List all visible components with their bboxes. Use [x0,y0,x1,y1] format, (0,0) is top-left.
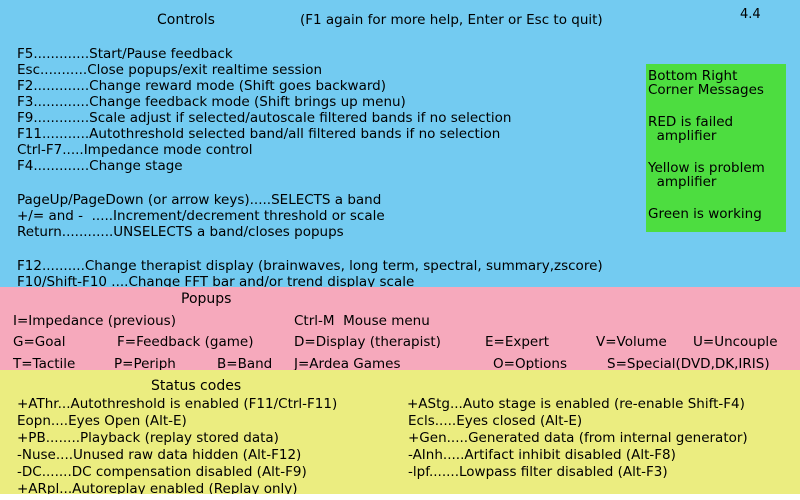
control-line-f10: F10/Shift-F10 ....Change FFT bar and/or … [17,274,415,290]
legend-title-1: Bottom Right [648,68,738,84]
status-lpf: -lpf.......Lowpass filter disabled (Alt-… [408,464,668,480]
status-athr: +AThr...Autothreshold is enabled (F11/Ct… [17,396,338,412]
control-line-esc: Esc...........Close popups/exit realtime… [17,62,323,78]
status-gen: +Gen.....Generated data (from internal g… [408,430,748,446]
status-nuse: -Nuse....Unused raw data hidden (Alt-F12… [17,447,302,463]
control-line-ctrl-f7: Ctrl-F7.....Impedance mode control [17,142,253,158]
control-line-f4: F4.............Change stage [17,158,183,174]
legend-yellow-1: Yellow is problem [648,160,765,176]
popup-options: O=Options [493,356,568,372]
popup-display: D=Display (therapist) [294,334,441,350]
control-line-f2: F2.............Change reward mode (Shift… [17,78,386,94]
popup-mouse-menu: Ctrl-M Mouse menu [294,313,430,329]
popup-ardea-games: J=Ardea Games [294,356,401,372]
popups-title: Popups [181,291,232,307]
status-astg: +AStg...Auto stage is enabled (re-enable… [407,396,745,412]
popup-expert: E=Expert [485,334,550,350]
popup-periph: P=Periph [114,356,176,372]
control-line-pageup: PageUp/PageDown (or arrow keys).....SELE… [17,192,382,208]
popup-tactile: T=Tactile [13,356,76,372]
popup-impedance: I=Impedance (previous) [13,313,176,329]
bottom-edge [0,494,800,500]
controls-panel: Controls (F1 again for more help, Enter … [0,0,800,290]
popup-goal: G=Goal [13,334,66,350]
corner-messages-legend: Bottom Right Corner Messages RED is fail… [646,64,786,232]
popup-feedback: F=Feedback (game) [117,334,254,350]
status-title: Status codes [151,378,242,394]
control-line-f9: F9.............Scale adjust if selected/… [17,110,512,126]
status-dc: -DC.......DC compensation disabled (Alt-… [17,464,307,480]
status-codes-panel: Status codes +AThr...Autothreshold is en… [0,370,800,500]
popup-special: S=Special(DVD,DK,IRIS) [607,356,770,372]
legend-red-1: RED is failed [648,114,734,130]
status-pb: +PB........Playback (replay stored data) [17,430,279,446]
legend-red-2: amplifier [648,128,717,144]
control-line-f12: F12..........Change therapist display (b… [17,258,603,274]
control-line-return: Return............UNSELECTS a band/close… [17,224,344,240]
controls-title: Controls [157,12,215,28]
controls-hint: (F1 again for more help, Enter or Esc to… [300,12,603,28]
legend-title-2: Corner Messages [648,82,764,98]
legend-green: Green is working [648,206,762,222]
control-line-f5: F5.............Start/Pause feedback [17,46,233,62]
legend-yellow-2: amplifier [648,174,717,190]
status-arpl: +ARpl...Autoreplay enabled (Replay only) [17,481,298,497]
version-label: 4.4 [740,7,761,22]
popup-band: B=Band [217,356,273,372]
popups-panel: Popups I=Impedance (previous) Ctrl-M Mou… [0,287,800,372]
status-eopn: Eopn....Eyes Open (Alt-E) [17,413,187,429]
status-ecls: Ecls.....Eyes closed (Alt-E) [408,413,583,429]
status-ainh: -AInh.....Artifact inhibit disabled (Alt… [408,447,676,463]
control-line-f3: F3.............Change feedback mode (Shi… [17,94,406,110]
control-line-f11: F11...........Autothreshold selected ban… [17,126,501,142]
popup-uncouple: U=Uncouple [693,334,778,350]
popup-volume: V=Volume [596,334,667,350]
control-line-plus-minus: +/= and - .....Increment/decrement thres… [17,208,385,224]
